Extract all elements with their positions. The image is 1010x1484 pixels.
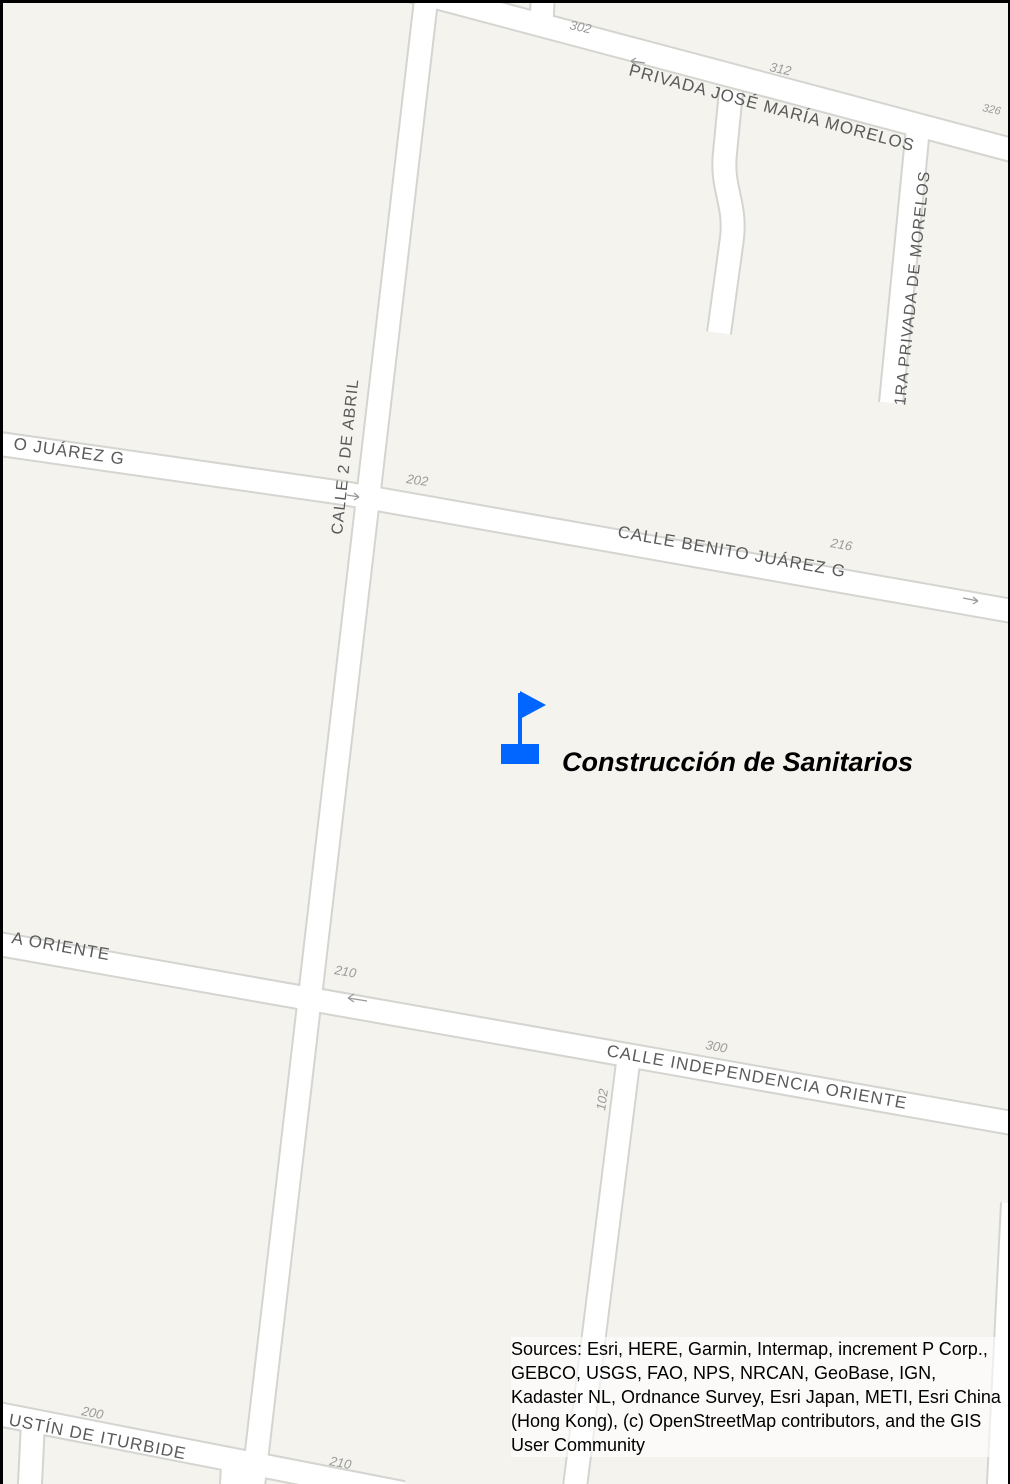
house-number: 300 [704, 1037, 729, 1056]
map-attribution: Sources: Esri, HERE, Garmin, Intermap, i… [511, 1337, 1008, 1457]
arrow-right-icon [346, 492, 360, 501]
house-number: 312 [768, 59, 793, 78]
one-way-arrows [346, 57, 979, 1003]
arrow-left-icon [630, 57, 646, 66]
street-label-calle-independencia-oriente: CALLE INDEPENDENCIA ORIENTE [605, 1041, 908, 1113]
house-number: 326 [981, 102, 1002, 118]
house-number: 216 [828, 535, 854, 554]
house-number: 102 [593, 1087, 611, 1111]
house-number: 200 [79, 1403, 105, 1422]
house-number: 302 [568, 17, 593, 36]
arrow-right-icon [962, 596, 979, 605]
poi-label[interactable]: Construcción de Sanitarios [562, 747, 914, 777]
arrow-left-icon [347, 993, 368, 1003]
house-number: 202 [405, 471, 430, 489]
house-number: 210 [332, 962, 358, 981]
road-network [3, 3, 1008, 1484]
house-numbers: 302 312 326 202 216 210 300 102 200 210 [79, 17, 1002, 1472]
flag-icon[interactable] [501, 691, 546, 764]
house-number: 210 [327, 1453, 353, 1472]
map-canvas[interactable]: PRIVADA JOSÉ MARÍA MORELOS 1RA PRIVADA D… [3, 3, 1008, 1484]
